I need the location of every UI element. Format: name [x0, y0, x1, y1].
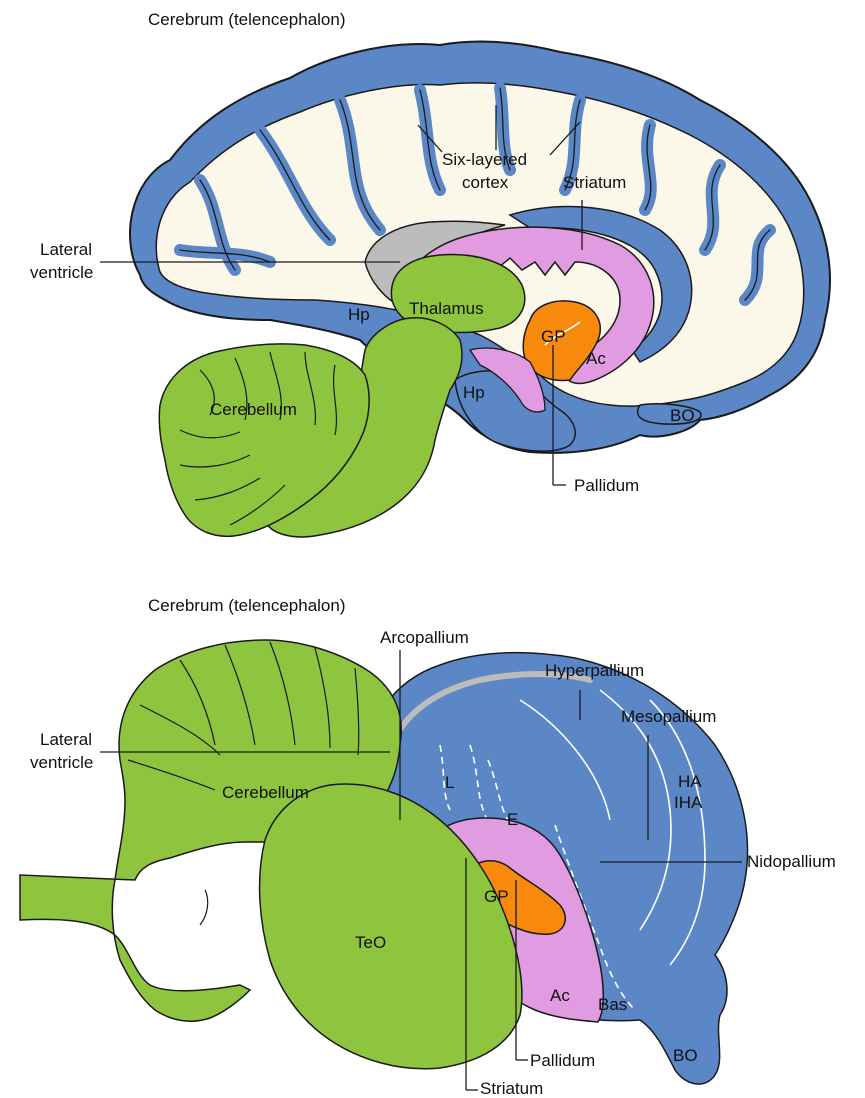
bird-label-iha: IHA	[674, 793, 703, 812]
mammal-label-pallidum: Pallidum	[574, 476, 639, 495]
mammal-label-striatum: Striatum	[563, 173, 626, 192]
mammal-title: Cerebrum (telencephalon)	[148, 10, 346, 29]
bird-label-mesopallium: Mesopallium	[621, 707, 716, 726]
bird-label-arcopallium: Arcopallium	[380, 628, 469, 647]
bird-label-striatum: Striatum	[480, 1079, 543, 1098]
bird-label-bas: Bas	[598, 995, 627, 1014]
bird-label-bo: BO	[673, 1046, 698, 1065]
bird-label-teo: TeO	[355, 933, 386, 952]
bird-label-ac: Ac	[550, 986, 570, 1005]
mammal-label-six-layered-2: cortex	[462, 173, 509, 192]
bird-label-lateral-1: Lateral	[40, 730, 92, 749]
mammal-label-cerebellum: Cerebellum	[210, 400, 297, 419]
bird-label-l: L	[445, 773, 454, 792]
mammal-label-gp: GP	[541, 327, 566, 346]
mammal-label-thalamus: Thalamus	[409, 299, 484, 318]
mammal-label-lateral-1: Lateral	[40, 240, 92, 259]
bird-label-nidopallium: Nidopallium	[747, 852, 836, 871]
bird-label-lateral-2: ventricle	[30, 753, 93, 772]
bird-label-pallidum: Pallidum	[530, 1051, 595, 1070]
bird-label-e: E	[507, 810, 518, 829]
bird-label-hyperpallium: Hyperpallium	[545, 661, 644, 680]
bird-label-ha: HA	[678, 772, 702, 791]
bird-brain: Cerebrum (telencephalon)	[20, 596, 836, 1098]
bird-label-cerebellum: Cerebellum	[222, 783, 309, 802]
mammal-brain: Cerebrum (telencephalon)	[30, 10, 830, 537]
bird-title: Cerebrum (telencephalon)	[148, 596, 346, 615]
mammal-label-bo: BO	[670, 406, 695, 425]
mammal-label-hp-upper: Hp	[348, 305, 370, 324]
mammal-label-six-layered-1: Six-layered	[442, 150, 527, 169]
mammal-label-hp-lower: Hp	[463, 383, 485, 402]
mammal-label-ac: Ac	[586, 349, 606, 368]
mammal-label-lateral-2: ventricle	[30, 263, 93, 282]
bird-label-gp: GP	[484, 887, 509, 906]
